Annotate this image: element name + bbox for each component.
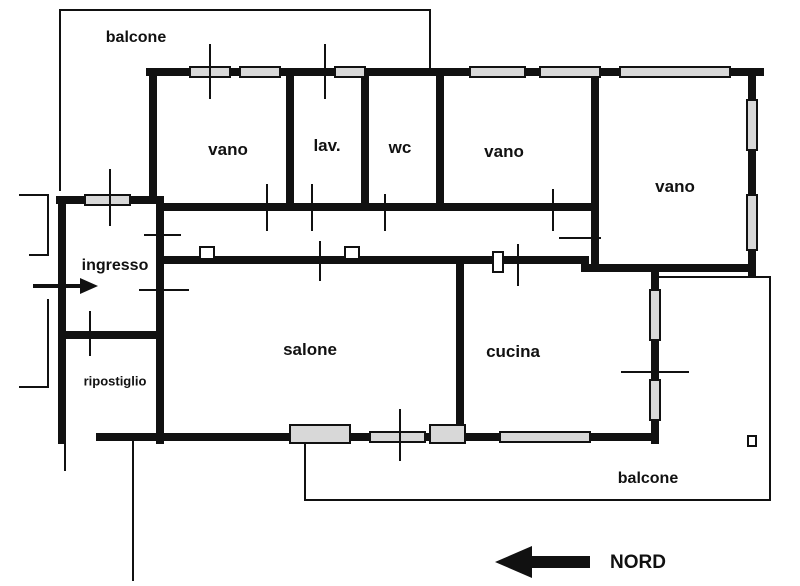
room-label-vano-1: vano xyxy=(208,140,248,159)
room-label-balcone-top: balcone xyxy=(105,29,167,46)
entry-arrow-icon xyxy=(33,278,98,294)
room-label-ingresso: ingresso xyxy=(81,257,149,274)
door-marks xyxy=(89,44,689,461)
balcony-outline-bottom xyxy=(304,276,771,501)
balcony-outline-top xyxy=(59,9,431,191)
room-label-salone: salone xyxy=(283,340,337,359)
room-label-balcone-bottom: balcone xyxy=(617,470,679,487)
room-label-ripostiglio: ripostiglio xyxy=(83,373,147,389)
room-label-vano-2: vano xyxy=(484,142,524,161)
windows xyxy=(84,66,758,444)
room-label-vano-3: vano xyxy=(655,177,695,196)
room-label-wc: wc xyxy=(388,138,412,157)
room-label-lav: lav. xyxy=(313,136,341,155)
compass-label: NORD xyxy=(610,552,666,573)
room-label-cucina: cucina xyxy=(486,342,540,361)
exterior-lines xyxy=(19,194,134,581)
north-arrow-icon xyxy=(495,546,590,578)
